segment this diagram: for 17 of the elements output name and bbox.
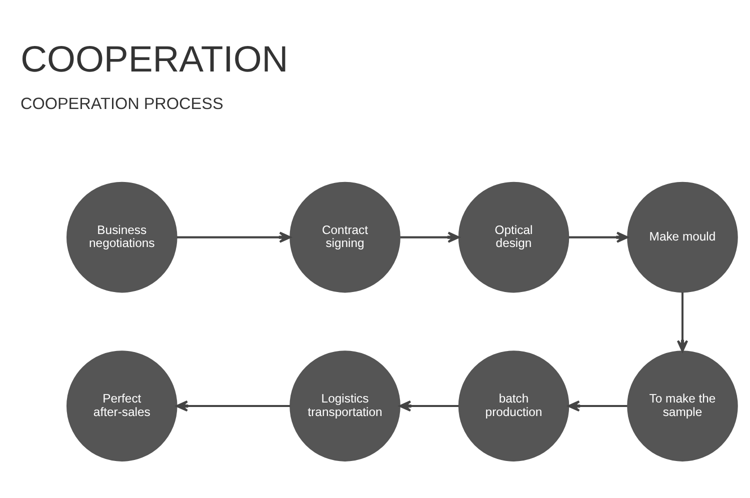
arrow [568,400,628,412]
node-circle: batch production [458,350,570,461]
arrow [568,231,628,242]
node-circle: Logistics transportation [290,350,400,461]
node-circle: Contract signing [290,181,400,292]
arrow [177,231,292,242]
arrow [399,400,459,412]
label: COOPERATION PROCESS [20,94,224,113]
arrow [400,231,460,242]
diagram-title: COOPERATION [20,38,288,79]
node-circle: To make the sample [627,350,738,461]
node-circle: Business negotiations [66,181,178,292]
arrow [176,400,290,412]
node-circle: Optical design [458,181,570,292]
node-circle: Perfect after-sales [66,350,178,461]
node-circle: Make mould [627,181,738,292]
arrow [676,292,688,352]
